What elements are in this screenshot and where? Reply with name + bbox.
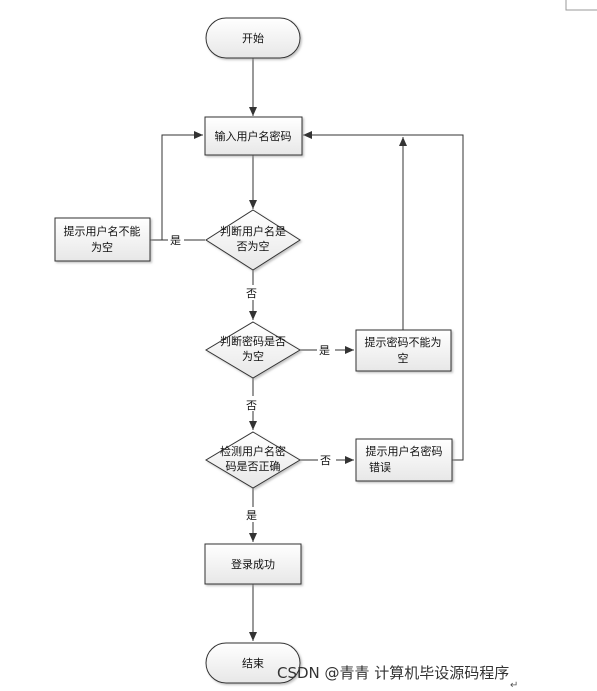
check-username-empty-line2: 否为空 [237, 239, 270, 253]
label-verify-no: 否 [320, 454, 331, 467]
corner-mark [565, 0, 597, 11]
label-password-empty-no: 否 [246, 399, 257, 412]
verify-credentials-node: 检测用户名密 码是否正确 [205, 431, 301, 489]
label-username-empty-no: 否 [246, 287, 257, 300]
login-success-node: 登录成功 [204, 543, 302, 585]
end-label: 结束 [242, 657, 264, 670]
prompt-username-empty-node: 提示用户名不能 为空 [54, 217, 151, 262]
end-node: 结束 [205, 642, 301, 684]
prompt-password-empty-line1: 提示密码不能为 [365, 335, 442, 349]
label-username-empty-yes: 是 [170, 234, 181, 247]
prompt-credentials-wrong-node: 提示用户名密码 错误 [355, 438, 453, 482]
check-password-empty-node: 判断密码是否 为空 [205, 321, 301, 379]
input-credentials-label: 输入用户名密码 [215, 129, 292, 143]
paragraph-mark-icon: ↵ [510, 680, 518, 691]
check-password-empty-line2: 为空 [242, 349, 264, 363]
label-verify-yes: 是 [246, 509, 257, 522]
label-password-empty-yes: 是 [319, 344, 330, 357]
prompt-username-empty-line2: 为空 [91, 240, 113, 254]
watermark-text: CSDN @青青 计算机毕设源码程序 [277, 664, 509, 682]
check-password-empty-line1: 判断密码是否 [220, 334, 286, 348]
start-label: 开始 [242, 31, 264, 45]
prompt-credentials-wrong-line2: 错误 [369, 460, 391, 474]
verify-credentials-line2: 码是否正确 [226, 460, 281, 473]
edge-prompt-username-to-input [161, 131, 203, 240]
start-node: 开始 [205, 17, 301, 59]
check-username-empty-node: 判断用户名是 否为空 [205, 209, 301, 271]
edge-prompt-wrong-to-input [303, 131, 464, 461]
check-username-empty-line1: 判断用户名是 [220, 224, 286, 238]
verify-credentials-line1: 检测用户名密 [220, 444, 286, 458]
prompt-password-empty-line2: 空 [398, 351, 409, 365]
prompt-credentials-wrong-line1: 提示用户名密码 [366, 444, 443, 458]
input-credentials-node: 输入用户名密码 [204, 116, 303, 156]
login-success-label: 登录成功 [231, 557, 275, 571]
prompt-password-empty-node: 提示密码不能为 空 [355, 329, 452, 372]
prompt-username-empty-line1: 提示用户名不能 [64, 224, 141, 238]
edge-labels: 是 否 是 否 否 是 [168, 232, 336, 522]
